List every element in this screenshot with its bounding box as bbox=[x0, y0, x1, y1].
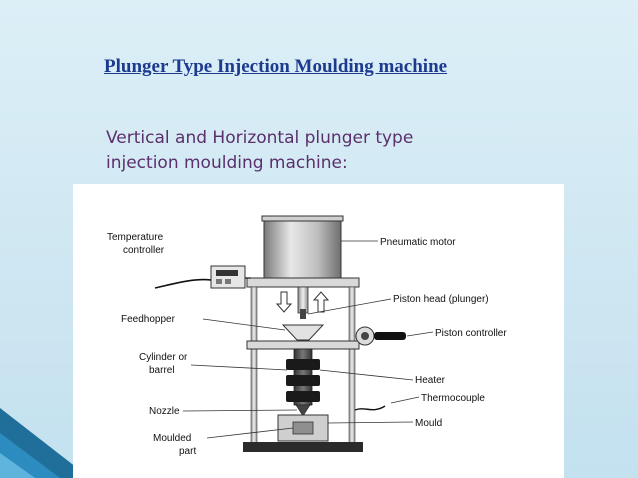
slide-title: Plunger Type Injection Moulding machine bbox=[104, 56, 448, 77]
piston-controller bbox=[355, 326, 406, 346]
label-heater: Heater bbox=[415, 375, 446, 386]
label-cylinder-2: barrel bbox=[149, 365, 175, 376]
pneumatic-motor bbox=[261, 215, 344, 280]
feed-hopper bbox=[281, 324, 325, 341]
label-mould: Mould bbox=[415, 418, 442, 429]
label-thermocouple: Thermocouple bbox=[421, 393, 485, 404]
middle-plate bbox=[246, 340, 360, 350]
slide-subtitle: Vertical and Horizontal plunger type inj… bbox=[106, 126, 526, 176]
subtitle-line-1: Vertical and Horizontal plunger type bbox=[106, 128, 414, 148]
label-piston-head: Piston head (plunger) bbox=[393, 294, 489, 305]
label-moulded-part-1: Moulded bbox=[153, 433, 191, 444]
barrel-heaters bbox=[286, 348, 320, 417]
motion-arrows bbox=[275, 291, 330, 313]
leader-lines bbox=[182, 240, 434, 439]
label-temperature-controller-2: controller bbox=[123, 245, 165, 256]
temperature-controller bbox=[154, 265, 251, 289]
machine-diagram-svg: Temperature controller Feedhopper Cylind… bbox=[107, 215, 507, 457]
subtitle-line-2: injection moulding machine: bbox=[106, 153, 348, 173]
piston-rod bbox=[297, 286, 309, 319]
label-cylinder-1: Cylinder or bbox=[139, 352, 188, 363]
machine-diagram: Temperature controller Feedhopper Cylind… bbox=[73, 184, 564, 478]
top-plate bbox=[246, 277, 360, 288]
label-pneumatic-motor: Pneumatic motor bbox=[380, 237, 456, 248]
label-piston-controller: Piston controller bbox=[435, 328, 507, 339]
mould bbox=[277, 414, 329, 442]
corner-accent-shape bbox=[0, 408, 90, 478]
machine-base bbox=[243, 442, 363, 452]
label-feed-hopper: Feedhopper bbox=[121, 314, 176, 325]
label-temperature-controller-1: Temperature bbox=[107, 232, 164, 243]
thermocouple-wire bbox=[354, 405, 386, 411]
label-moulded-part-2: part bbox=[179, 446, 196, 457]
label-nozzle: Nozzle bbox=[149, 406, 180, 417]
